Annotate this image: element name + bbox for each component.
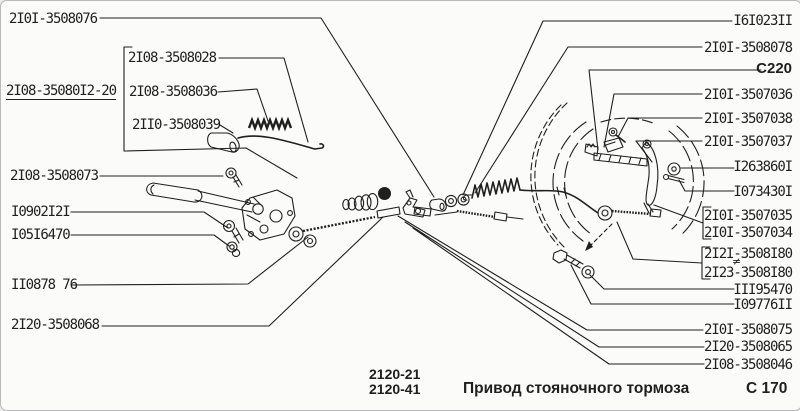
part-label: 2I20-3508065 <box>704 339 793 355</box>
leader-lines-right <box>398 21 761 364</box>
part-label: 2I0I-3507034 <box>704 225 793 241</box>
part-label: II0878 76 <box>11 277 78 293</box>
part-label: 2I2I-3508I80 <box>704 246 793 262</box>
rod-sleeve-drawing <box>208 133 240 153</box>
brake-backplate-drawing <box>531 103 704 247</box>
part-label: 2I0I-3507035 <box>704 208 793 224</box>
spreader-strut-drawing <box>585 138 647 166</box>
footer-model-1: 2120-21 <box>369 366 421 382</box>
cable-cap-drawing <box>378 187 391 200</box>
return-spring-drawing <box>463 178 520 200</box>
part-label: 2I0I-3508076 <box>9 11 98 27</box>
part-label: 2I0I-3508078 <box>704 40 793 56</box>
lever-washer-drawing <box>668 163 680 175</box>
rubber-boot-drawing <box>343 187 391 210</box>
part-label: 2I08-3508073 <box>10 168 99 184</box>
group-bracket-left <box>124 47 297 178</box>
part-label: 2I0I-3507036 <box>704 87 793 103</box>
part-label: 2I08-3508036 <box>129 84 218 100</box>
spacer-bushing-drawing <box>430 194 469 211</box>
part-label: I09776II <box>733 297 793 313</box>
part-label: 2I0I-3507038 <box>704 111 793 127</box>
part-label: I6I023II <box>733 13 793 29</box>
button-rod-drawing <box>238 136 323 149</box>
cable-eye-washers-drawing <box>289 227 316 247</box>
guide-bolt-drawing <box>553 250 594 278</box>
part-label: 2I0I-3508075 <box>704 322 793 338</box>
page-reference: С 170 <box>746 380 788 397</box>
lever-pin-drawing <box>609 128 625 142</box>
part-label: 2I08-3508028 <box>128 50 217 66</box>
part-label: III95470 <box>733 282 793 298</box>
shoe-lever-drawing <box>642 140 658 213</box>
group-bracket-right <box>702 207 711 279</box>
part-label: 2II0-3508039 <box>132 117 221 133</box>
part-label: C220 <box>756 60 792 77</box>
part-label: 2I23-3508I80 <box>704 265 793 281</box>
diagram-caption: Привод стояночного тормоза <box>463 380 690 397</box>
button-spring-drawing <box>249 120 291 128</box>
footer-model-2: 2120-41 <box>369 381 421 397</box>
part-label: 2I08-3508046 <box>704 357 793 373</box>
part-label: 2I08-35080I2-20 <box>6 83 117 100</box>
install-direction-arrow <box>585 224 612 251</box>
part-label: 2I20-3508068 <box>11 317 100 333</box>
lever-bolt-drawing <box>226 168 242 187</box>
leader-lines-left <box>71 18 434 326</box>
handbrake-lever-drawing <box>147 183 295 240</box>
inequality-mark: ≠ <box>732 255 742 268</box>
part-label: I0902I2I <box>11 204 71 220</box>
part-label: I073430I <box>733 184 793 200</box>
part-label: I263860I <box>733 159 793 175</box>
pivot-bolt-drawing <box>224 221 244 244</box>
front-cable-drawing <box>303 190 431 231</box>
cable-trunnion-drawing <box>598 206 661 220</box>
part-label: I05I6470 <box>11 227 71 243</box>
rear-cable-drawing <box>435 187 598 221</box>
cotter-pin-drawing <box>664 175 685 183</box>
part-label: 2I0I-3507037 <box>704 134 793 150</box>
pivot-nut-drawing <box>227 242 240 257</box>
